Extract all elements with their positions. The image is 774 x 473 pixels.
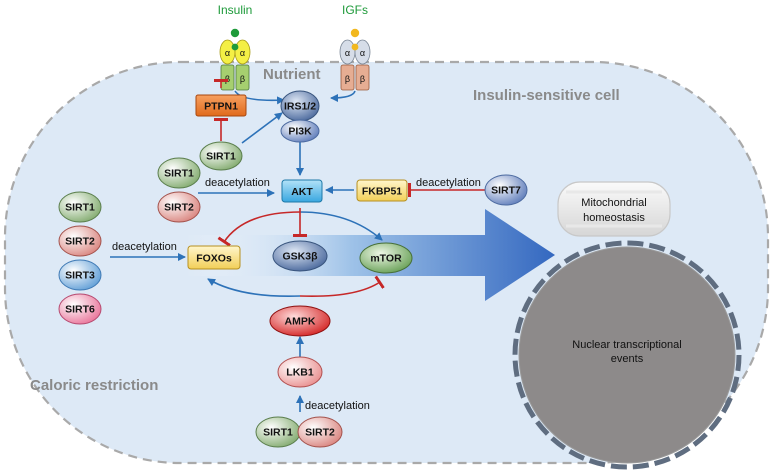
sirt1-node-upper	[199, 141, 243, 171]
deacetylation-label-lkb1: deacetylation	[305, 400, 370, 412]
svg-text:α: α	[225, 48, 230, 58]
sirt3-label: SIRT3	[65, 270, 95, 282]
akt-label: AKT	[291, 186, 313, 198]
insulin-label: Insulin	[218, 3, 253, 17]
nucleus-label-line1: Nuclear transcriptional	[572, 339, 681, 351]
svg-text:β: β	[360, 74, 365, 84]
sirt1-label-bottom: SIRT1	[263, 427, 293, 439]
gsk3b-label: GSK3β	[282, 251, 318, 263]
sirt7-node	[484, 174, 528, 206]
fkbp51-label: FKBP51	[362, 186, 402, 198]
igf-ligand-icon	[350, 28, 360, 38]
inhibit-akt-foxos	[217, 211, 301, 247]
mtor-node	[359, 242, 413, 274]
insulin-ligand-icon	[230, 28, 240, 38]
lkb1-node	[277, 356, 323, 388]
nutrient-label: Nutrient	[263, 66, 321, 83]
deacetylation-label-akt: deacetylation	[205, 177, 270, 189]
ptpn1-node	[195, 94, 247, 117]
lkb1-label: LKB1	[286, 367, 314, 379]
svg-text:β: β	[345, 74, 350, 84]
sirt7-label: SIRT7	[491, 185, 521, 197]
irs-label: IRS1/2	[284, 101, 316, 113]
svg-text:β: β	[240, 74, 245, 84]
deacetylation-label-fkbp51: deacetylation	[416, 177, 481, 189]
nucleus-label-line2: events	[611, 353, 644, 365]
ampk-label: AMPK	[285, 316, 316, 328]
svg-text:α: α	[240, 48, 245, 58]
ampk-node	[269, 305, 331, 337]
mito-label-line2: homeostasis	[583, 212, 645, 224]
arrow-ampk-to-foxos	[207, 278, 301, 297]
arrow-insulin-receptor-to-irs	[234, 90, 285, 105]
sirt2-node-left	[58, 225, 102, 257]
sirt6-label: SIRT6	[65, 304, 95, 316]
sirt2-label-akt: SIRT2	[164, 202, 194, 214]
ptpn1-label: PTPN1	[204, 101, 238, 113]
sirt2-label-left: SIRT2	[65, 236, 95, 248]
deacetylation-label-foxos: deacetylation	[112, 241, 177, 253]
igfs-label: IGFs	[342, 3, 368, 17]
sirt2-node-akt	[157, 191, 201, 223]
arrow-akt-to-mtor	[299, 211, 383, 241]
sirt1-node-left	[58, 191, 102, 223]
gsk3b-node	[272, 240, 328, 272]
sirt1-label-left: SIRT1	[65, 202, 95, 214]
pi3k-label: PI3K	[288, 126, 312, 138]
fkbp51-node	[356, 179, 408, 202]
foxos-node	[187, 245, 241, 270]
mito-label-line1: Mitochondrial	[581, 197, 646, 209]
sirt3-node	[58, 259, 102, 291]
pi3k-node	[280, 119, 320, 143]
insulin-receptor: α α β β	[219, 28, 251, 91]
sirt1-label-upper: SIRT1	[206, 151, 236, 163]
sirt2-node-bottom	[297, 416, 343, 448]
sirt6-node	[58, 293, 102, 325]
svg-text:α: α	[360, 48, 365, 58]
arrow-igf-receptor-to-irs	[330, 90, 356, 102]
caloric-restriction-label: Caloric restriction	[30, 377, 158, 394]
akt-node	[281, 179, 323, 203]
svg-text:α: α	[345, 48, 350, 58]
sirt1-label-akt: SIRT1	[164, 168, 194, 180]
mtor-label: mTOR	[370, 253, 402, 265]
sirt1-node-akt	[157, 157, 201, 189]
igf-receptor: α α β β	[339, 28, 371, 91]
mitochondrion: Mitochondrial homeostasis	[557, 181, 671, 237]
cell-label: Insulin-sensitive cell	[473, 87, 620, 104]
sirt2-label-bottom: SIRT2	[305, 427, 335, 439]
svg-text:β: β	[225, 74, 230, 84]
nucleus: Nuclear transcriptional events	[512, 240, 742, 470]
foxos-label: FOXOs	[196, 253, 232, 265]
inhibit-ampk-mtor	[299, 275, 385, 298]
arrow-sirt1-to-irs	[241, 112, 283, 144]
